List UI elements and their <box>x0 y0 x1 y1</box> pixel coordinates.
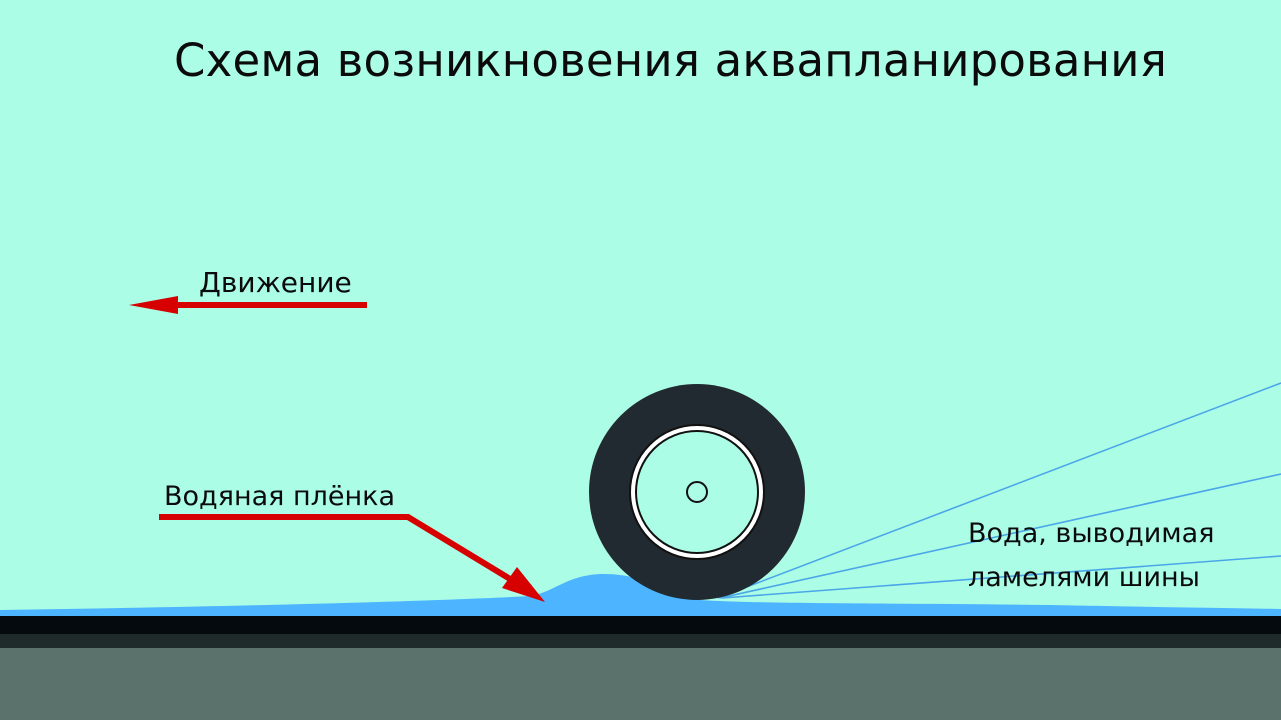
motion-arrow-icon <box>129 296 367 314</box>
drained-water-label-line1: Вода, выводимая <box>968 518 1215 549</box>
drained-water-label: Вода, выводимая ламелями шины <box>968 512 1214 600</box>
road-surface <box>0 616 1281 634</box>
spray-lines <box>717 382 1281 599</box>
water-film <box>0 573 1281 616</box>
drained-water-label-line2: ламелями шины <box>968 562 1201 593</box>
water-film-arrow-icon <box>159 514 545 602</box>
ground <box>0 648 1281 720</box>
diagram-title: Схема возникновения аквапланирования <box>174 34 1168 87</box>
road-edge <box>0 634 1281 648</box>
hub-icon <box>686 481 708 503</box>
tire <box>589 384 805 600</box>
motion-label: Движение <box>199 266 352 299</box>
water-film-label: Водяная плёнка <box>164 481 396 512</box>
